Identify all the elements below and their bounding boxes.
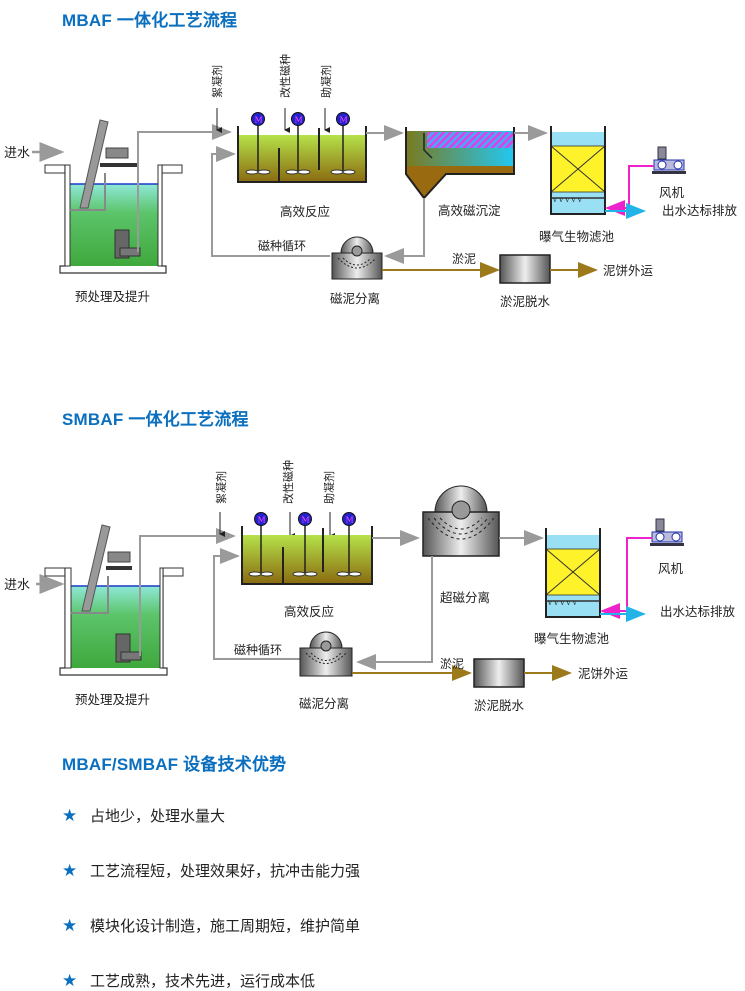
mbaf-inlet-label: 进水 [4,146,30,161]
smbaf-diagram: 进水 预处理及提升 絮凝剂 改性磁种 助凝剂 [4,460,736,713]
smbaf-recycle-label: 磁种循环 [234,642,282,657]
reagent-magnetic-seed: 改性磁种 [281,460,295,504]
advantage-item: ★ 工艺成熟，技术先进，运行成本低 [62,970,315,991]
smbaf-super-sep-label: 超磁分离 [440,590,490,605]
mbaf-baf-label: 曝气生物滤池 [539,229,615,244]
smbaf-dewater-box [473,658,525,688]
svg-text:v v v v v: v v v v v [552,196,582,204]
smbaf-super-separator [422,485,500,557]
mbaf-blower-label: 风机 [659,185,685,200]
svg-text:M: M [255,116,263,125]
mbaf-title: MBAF 一体化工艺流程 [62,11,238,30]
smbaf-cake-label: 泥饼外运 [578,666,629,681]
smbaf-sludge-label: 淤泥 [440,657,464,671]
mbaf-dewater-label: 淤泥脱水 [500,294,551,309]
smbaf-pretreatment-tank [44,524,184,676]
smbaf-baf-label: 曝气生物滤池 [534,631,610,646]
svg-text:M: M [340,116,348,125]
mbaf-settling-tank [405,127,515,200]
smbaf-title: SMBAF 一体化工艺流程 [62,410,249,429]
smbaf-mag-sep-label: 磁泥分离 [299,696,349,711]
reagent-coagulant-aid: 助凝剂 [322,471,336,504]
mbaf-pretreatment-label: 预处理及提升 [75,289,150,304]
svg-text:M: M [295,116,303,125]
smbaf-mag-separator [299,631,353,677]
mbaf-reaction-label: 高效反应 [280,204,330,219]
advantage-item: ★ 占地少，处理水量大 [62,805,225,826]
smbaf-reaction-tank: M M M [241,512,373,585]
smbaf-inlet-label: 进水 [4,578,30,593]
star-icon: ★ [62,806,78,826]
mbaf-diagram: 进水 预处理及提升 絮凝剂 改性磁种 助凝剂 [4,54,738,309]
smbaf-baf-tank: v v v v v [545,528,601,618]
reagent-flocculant: 絮凝剂 [210,65,224,98]
mbaf-cake-label: 泥饼外运 [603,263,654,278]
advantage-text: 工艺成熟，技术先进，运行成本低 [90,972,316,990]
mbaf-discharge-label: 出水达标排放 [662,203,738,218]
mbaf-dewater-box [499,254,551,284]
svg-text:M: M [346,516,354,525]
mbaf-baf-tank: v v v v v [550,126,606,215]
star-icon: ★ [62,916,78,936]
smbaf-pretreatment-label: 预处理及提升 [75,692,150,707]
svg-text:M: M [302,516,310,525]
reagent-magnetic-seed: 改性磁种 [278,54,292,98]
smbaf-dewater-label: 淤泥脱水 [474,698,525,713]
svg-text:M: M [258,516,266,525]
advantage-item: ★ 模块化设计制造，施工周期短，维护简单 [62,915,360,936]
mbaf-sludge-label: 淤泥 [452,252,476,266]
mbaf-blower-icon [652,146,686,174]
smbaf-discharge-label: 出水达标排放 [660,604,736,619]
svg-text:v v v v v: v v v v v [547,599,577,607]
smbaf-blower-icon [650,518,684,546]
reagent-flocculant: 絮凝剂 [214,471,228,504]
motor-icon: M [254,512,268,526]
reagent-coagulant-aid: 助凝剂 [319,65,333,98]
star-icon: ★ [62,861,78,881]
motor-icon: M [251,112,265,126]
advantage-text: 占地少，处理水量大 [90,807,226,825]
mbaf-mag-sep-label: 磁泥分离 [330,291,380,306]
motor-icon: M [336,112,350,126]
motor-icon: M [291,112,305,126]
mbaf-reaction-tank: M M M [237,112,367,183]
mbaf-settling-label: 高效磁沉淀 [438,203,501,218]
motor-icon: M [298,512,312,526]
advantage-item: ★ 工艺流程短，处理效果好，抗冲击能力强 [62,860,360,881]
smbaf-reaction-label: 高效反应 [284,604,334,619]
smbaf-blower-label: 风机 [658,561,684,576]
advantages-title: MBAF/SMBAF 设备技术优势 [62,755,287,774]
mbaf-mag-separator [331,236,383,280]
advantage-text: 模块化设计制造，施工周期短，维护简单 [90,917,361,935]
mbaf-recycle-label: 磁种循环 [258,238,306,253]
advantage-text: 工艺流程短，处理效果好，抗冲击能力强 [90,862,361,880]
mbaf-reagents: 絮凝剂 改性磁种 助凝剂 [210,54,333,133]
smbaf-reagents: 絮凝剂 改性磁种 助凝剂 [214,460,336,539]
mbaf-pretreatment-tank [44,119,183,274]
motor-icon: M [342,512,356,526]
star-icon: ★ [62,971,78,991]
